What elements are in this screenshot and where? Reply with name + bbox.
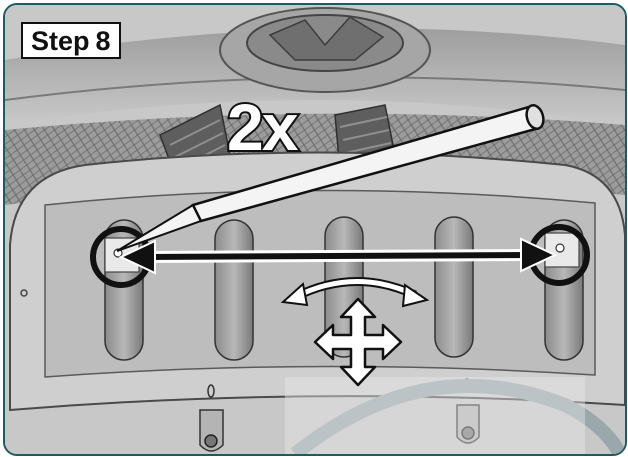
top-hub bbox=[219, 7, 431, 93]
step-number: 8 bbox=[95, 26, 111, 56]
step-word: Step bbox=[31, 26, 90, 56]
move-arrow bbox=[313, 297, 403, 387]
rotate-arrow bbox=[280, 277, 430, 308]
assembly-illustration bbox=[5, 5, 625, 454]
lower-arc bbox=[290, 379, 625, 454]
lower-overlay bbox=[285, 377, 585, 454]
screw-right bbox=[528, 224, 590, 286]
repeat-count-label: 2x bbox=[225, 90, 300, 164]
double-arrow bbox=[118, 237, 558, 275]
screwdriver bbox=[116, 104, 545, 252]
